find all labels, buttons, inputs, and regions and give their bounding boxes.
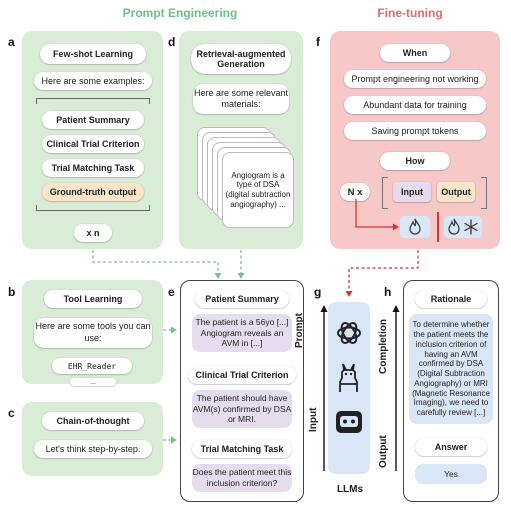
panel-f-fine-tuning [330, 31, 500, 249]
llama-icon [336, 362, 362, 394]
rag-title: Retrieval-augmented Generation [191, 44, 291, 74]
arrow-repeat-to-fire [355, 199, 394, 228]
prompt-engineering-header: Prompt Engineering [122, 6, 238, 20]
tool-ellipsis: ... [70, 378, 116, 386]
how-repeat: N x [340, 183, 370, 201]
tool-ehr-reader: EHR_Reader [52, 358, 132, 374]
panel-a-letter: a [8, 35, 15, 49]
llms-label: LLMs [336, 484, 364, 495]
snowflake-icon [463, 218, 479, 236]
rag-document: Angiogram is a type of DSA (digital subt… [222, 152, 294, 228]
few-shot-item-1: Patient Summary [42, 111, 144, 129]
output-arrow [392, 305, 400, 471]
few-shot-intro: Here are some examples: [34, 72, 152, 90]
fire-icon [408, 218, 422, 236]
answer-title: Answer [415, 438, 487, 456]
rationale-text: To determine whether the patient meets t… [409, 314, 493, 424]
answer-text: Yes [415, 464, 487, 484]
when-item-1: Prompt engineering not working [344, 70, 486, 88]
how-input: Input [393, 182, 431, 202]
trial-matching-task-text: Does the patient meet this inclusion cri… [192, 464, 292, 492]
few-shot-item-4: Ground-truth output [42, 183, 144, 201]
when-item-2: Abundant data for training [344, 96, 486, 114]
fire-icon-2 [447, 218, 461, 236]
panel-e-letter: e [168, 285, 175, 299]
tool-learning-title: Tool Learning [44, 290, 142, 308]
when-title: When [380, 44, 450, 62]
when-item-3: Saving prompt tokens [344, 122, 486, 140]
few-shot-item-3: Trial Matching Task [42, 159, 144, 177]
rag-intro: Here are some relevant materials: [193, 84, 289, 114]
chain-of-thought-title: Chain-of-thought [42, 412, 144, 430]
panel-c-letter: c [8, 406, 15, 420]
few-shot-bracket-bottom [36, 205, 150, 211]
fire-box [400, 216, 430, 238]
clinical-trial-criterion-title: Clinical Trial Criterion [188, 366, 296, 384]
openai-icon [334, 318, 364, 348]
panel-b-letter: b [8, 285, 16, 299]
arrow-f-to-g [348, 250, 419, 292]
few-shot-title: Few-shot Learning [40, 44, 146, 64]
trial-matching-task-title: Trial Matching Task [192, 440, 292, 458]
fine-tuning-header: Fine-tuning [377, 6, 443, 20]
rationale-title: Rationale [415, 290, 487, 308]
llm-column [328, 302, 370, 474]
how-bracket-right [481, 177, 487, 209]
panel-f-letter: f [316, 35, 320, 49]
panel-d-letter: d [168, 35, 176, 49]
tool-learning-intro: Here are some tools you can use: [34, 318, 152, 348]
how-title: How [380, 152, 450, 170]
few-shot-bracket-top [36, 98, 150, 104]
fire-snow-box [444, 216, 482, 238]
clinical-trial-criterion-text: The patient should have AVM(s) confirmed… [192, 390, 292, 428]
how-bracket-left [382, 177, 388, 209]
input-arrow [320, 305, 328, 471]
few-shot-repeat: x n [74, 224, 112, 242]
panel-g-letter: g [314, 285, 322, 299]
patient-summary-title: Patient Summary [195, 290, 289, 308]
chain-of-thought-text: Let's think step-by-step. [34, 440, 152, 458]
how-output: Output [437, 182, 475, 202]
few-shot-item-2: Clinical Trial Criterion [42, 135, 144, 153]
divider-line [437, 212, 439, 242]
panel-h-letter: h [384, 285, 392, 299]
chatbot-icon [334, 408, 364, 436]
arrow-a-to-e [92, 250, 219, 274]
patient-summary-text: The patient is a 56yo [...] Angiogram re… [192, 314, 292, 352]
